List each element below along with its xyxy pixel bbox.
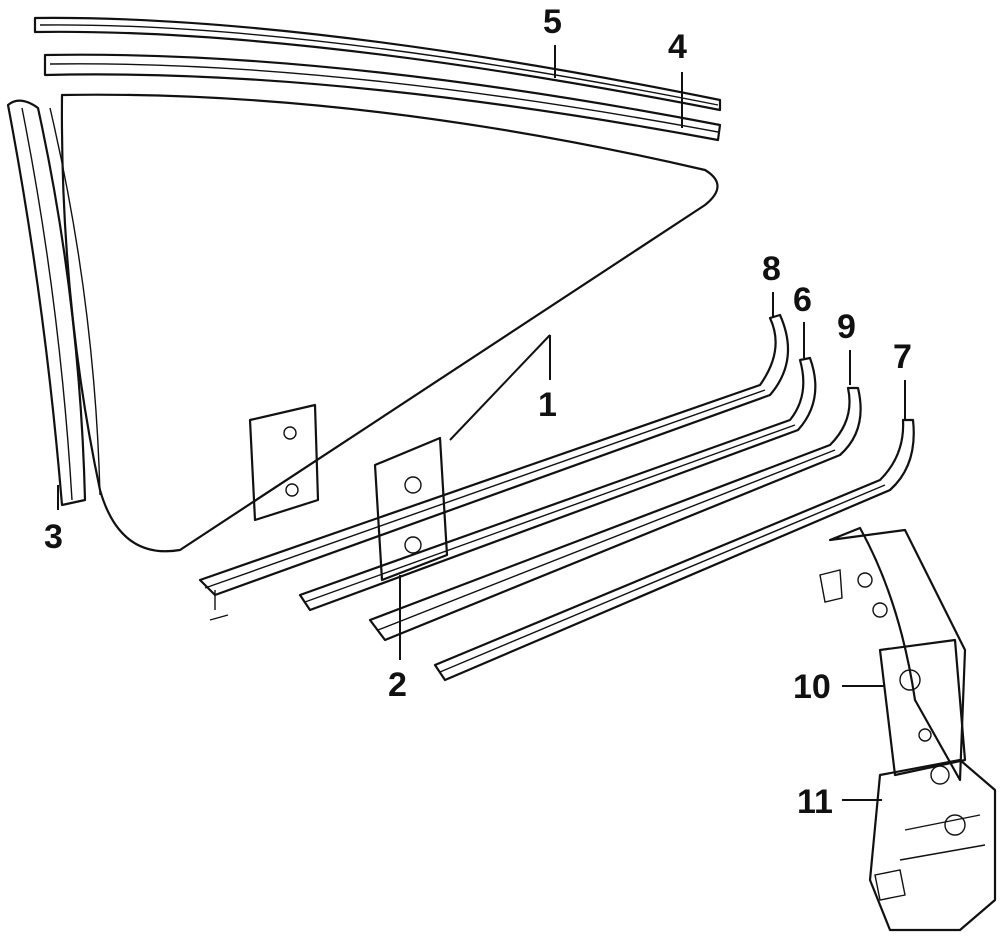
part-5-weatherstrip: [33, 16, 722, 112]
leader-lines: [57, 45, 906, 801]
glass-bracket-rear: [248, 403, 320, 522]
callout-11: 11: [797, 783, 833, 821]
part-3-channel: [6, 99, 101, 507]
part-6-channel: [298, 356, 817, 612]
part-8-channel: [198, 313, 790, 621]
callout-10: 10: [793, 668, 831, 706]
callout-9: 9: [837, 308, 856, 346]
callout-3: 3: [44, 518, 63, 556]
callout-5: 5: [543, 3, 562, 41]
callout-8: 8: [762, 250, 781, 288]
callout-4: 4: [668, 28, 687, 66]
part-9-channel: [368, 386, 862, 642]
part-1-glass: [60, 93, 719, 553]
part-4-weatherstrip: [43, 53, 722, 142]
part-11-bracket: [868, 758, 997, 932]
callout-1: 1: [538, 386, 557, 424]
part-10-bracket: [819, 526, 967, 782]
callout-6: 6: [793, 281, 812, 319]
callout-2: 2: [388, 666, 407, 704]
part-7-channel: [433, 418, 915, 682]
part-2-bracket: [373, 436, 449, 582]
callout-7: 7: [893, 338, 912, 376]
